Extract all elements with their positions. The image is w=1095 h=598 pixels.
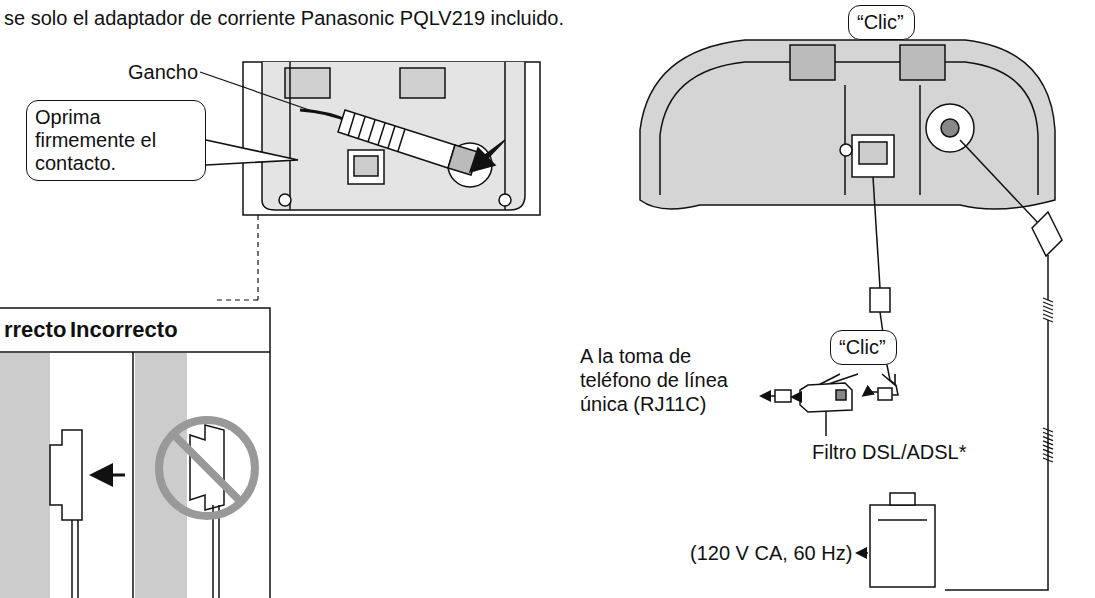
- phone-base-part: [844, 85, 846, 195]
- column-header: rrecto: [4, 318, 66, 342]
- phone-cord-part: [873, 177, 880, 288]
- correct-incorrect-panel-part: [72, 520, 78, 598]
- inset-panel-part: [262, 62, 525, 210]
- power-cord-spring-part: [1043, 445, 1053, 449]
- phone-base-part: [900, 45, 945, 80]
- power-cord-spring-part: [1043, 318, 1053, 322]
- callout-bubble: “Clic”: [848, 5, 915, 40]
- dsl-filter-part: [775, 390, 791, 402]
- power-cord-spring-part: [1043, 458, 1053, 462]
- note-text: se solo el adaptador de corriente Panaso…: [4, 6, 564, 30]
- power-plug: [338, 110, 505, 180]
- power-plug-part: [338, 110, 455, 168]
- phone-base-part: [790, 45, 835, 80]
- power-plug-part: [348, 113, 405, 151]
- correct-incorrect-panel-part: [0, 353, 50, 598]
- column-header: Incorrecto: [70, 318, 178, 342]
- inset-panel-part: [354, 156, 378, 176]
- power-cord-spring-part: [1043, 298, 1053, 302]
- inset-panel-part: [400, 68, 445, 98]
- power-cord-part: [858, 552, 868, 554]
- dsl-filter-part: [793, 396, 797, 398]
- power-cord-part: [1047, 255, 1049, 300]
- dsl-filter-part: [800, 383, 852, 412]
- power-cord: [858, 140, 1062, 590]
- callout-text: “Clic”: [857, 11, 906, 34]
- connection-note: A la toma de teléfono de línea única (RJ…: [580, 344, 765, 416]
- power-cord-spring-part: [1043, 428, 1053, 432]
- power-cord-spring-part: [1043, 306, 1053, 310]
- power-cord-part: [960, 140, 1040, 225]
- callout-text: “Clic”: [839, 336, 888, 359]
- correct-incorrect-panel-part: [0, 308, 270, 598]
- power-plug-part: [470, 140, 505, 172]
- power-cord-part: [890, 493, 915, 505]
- phone-base-part: [926, 104, 974, 152]
- inset-panel-part: [504, 62, 506, 210]
- leader-line-part: [200, 72, 318, 113]
- leader-line: [200, 72, 318, 113]
- power-cord-spring-part: [1043, 310, 1053, 314]
- phone-base-part: [660, 62, 1038, 195]
- phone-base-part: [852, 135, 894, 177]
- dashed-link: [214, 215, 258, 300]
- inset-panel-part: [279, 194, 291, 206]
- callout-text: Oprima firmemente el contacto.: [35, 106, 197, 175]
- inset-panel-part: [348, 150, 384, 184]
- power-cord-spring-part: [1043, 432, 1053, 436]
- phone-base-part: [919, 85, 921, 195]
- dashed-link-part: [214, 299, 258, 300]
- phone-cord-part: [870, 288, 890, 312]
- dsl-filter: [762, 383, 892, 436]
- dsl-filter-part: [864, 392, 878, 395]
- phone-base-part: [840, 144, 852, 156]
- inset-panel-part: [499, 194, 511, 206]
- correct-incorrect-panel-part: [132, 352, 134, 598]
- inset-panel: [243, 62, 540, 215]
- inset-panel-part: [289, 62, 291, 210]
- phone-base-part: [941, 119, 959, 137]
- correct-incorrect-panel-part: [50, 430, 82, 520]
- power-cord-spring-part: [1043, 302, 1053, 306]
- phone-base-part: [640, 40, 1055, 209]
- callout-bubble: Oprima firmemente el contacto.: [26, 100, 206, 181]
- phone-base-part: [859, 142, 887, 164]
- callout-bubble: “Clic”: [830, 330, 897, 365]
- correct-incorrect-panel-part: [159, 420, 255, 516]
- inset-panel-part: [243, 62, 540, 215]
- power-cord-spring-part: [1043, 454, 1053, 458]
- correct-incorrect-panel: [0, 308, 270, 598]
- part-name: Gancho: [128, 60, 198, 84]
- inset-panel-part: [285, 68, 330, 98]
- dashed-link-part: [257, 215, 258, 300]
- power-cord-spring-part: [1043, 449, 1053, 453]
- dsl-filter-part: [878, 388, 892, 400]
- power-cord-part: [1032, 212, 1062, 256]
- part-name: Filtro DSL/ADSL*: [812, 440, 967, 464]
- correct-incorrect-panel-part: [173, 434, 241, 502]
- power-cord-spring-part: [1043, 314, 1053, 318]
- power-spec: (120 V CA, 60 Hz): [690, 541, 852, 565]
- callout-tail: [206, 140, 298, 165]
- power-cord-spring: [1043, 298, 1053, 462]
- dsl-filter-part: [836, 390, 846, 400]
- phone-base: [640, 40, 1055, 209]
- dsl-filter-part: [762, 395, 775, 397]
- correct-incorrect-panel-part: [0, 351, 270, 353]
- power-cord-part: [878, 519, 927, 521]
- power-cord-spring-part: [1043, 441, 1053, 445]
- correct-incorrect-panel-part: [95, 474, 125, 477]
- power-cord-spring-part: [1043, 437, 1053, 441]
- power-cord-part: [870, 505, 935, 587]
- dsl-filter-part: [825, 412, 827, 436]
